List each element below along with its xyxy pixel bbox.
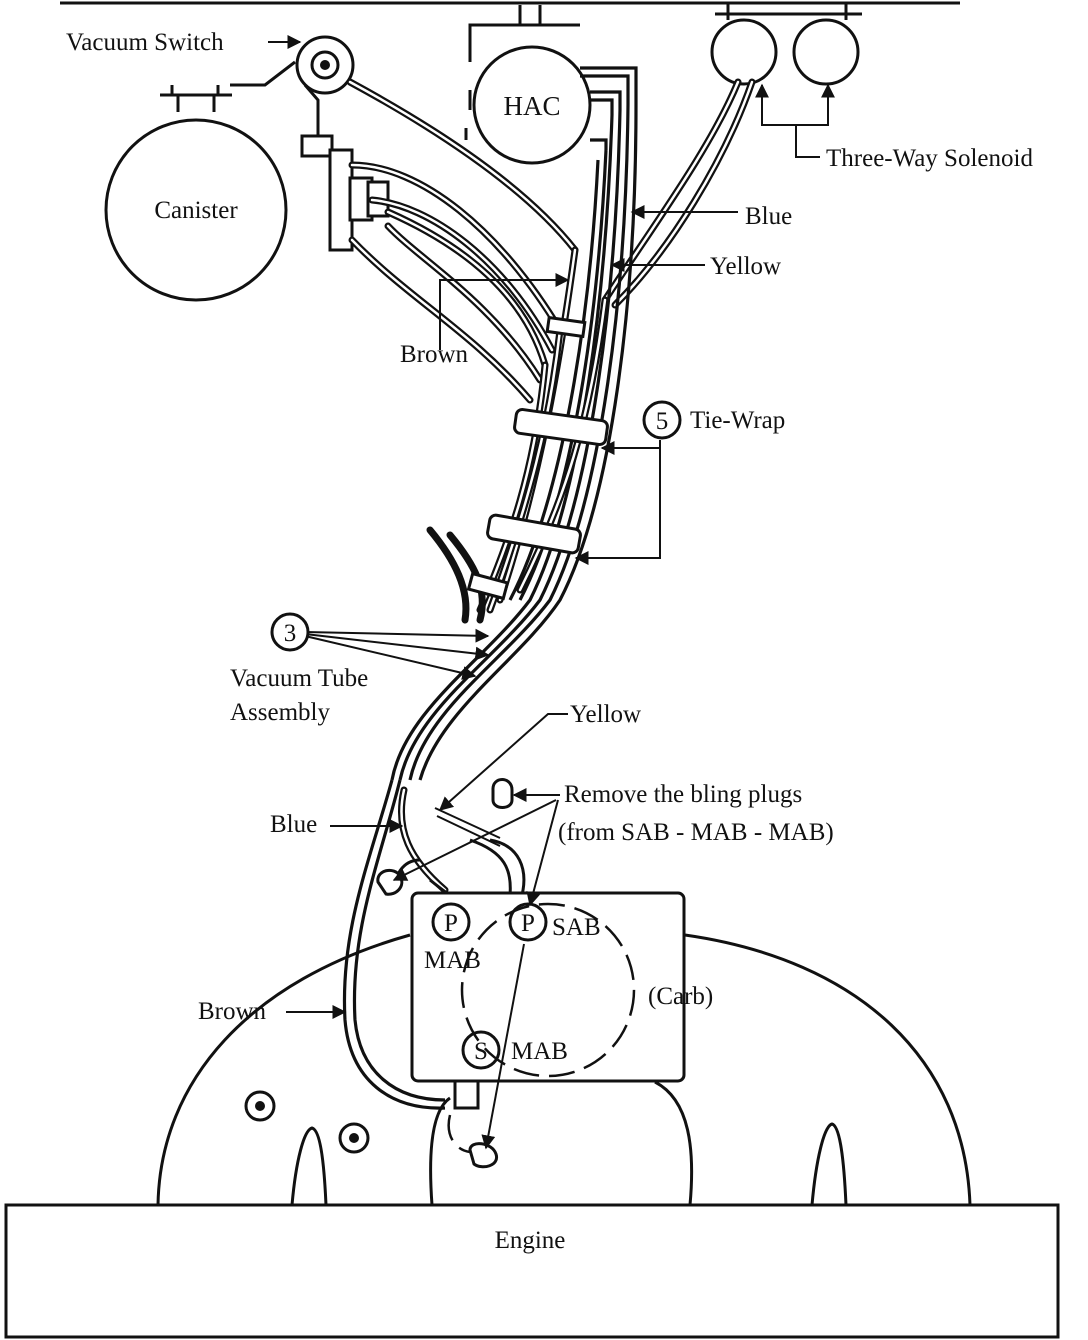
hac-unit: HAC: [472, 45, 592, 165]
yellow-label-top: Yellow: [710, 253, 781, 280]
tie-wrap-label: Tie-Wrap: [690, 407, 785, 434]
callouts: 5 3: [270, 400, 682, 652]
vacuum-switch: [295, 35, 355, 158]
canister-label: Canister: [154, 197, 238, 224]
hose-bundle-right: [601, 78, 756, 309]
top-bracket: [60, 1, 960, 140]
canister: Canister: [104, 60, 296, 302]
port-s: S: [474, 1038, 488, 1065]
vacuum-tube-label-1: Vacuum Tube: [230, 665, 368, 692]
three-way-solenoid-label: Three-Way Solenoid: [826, 145, 1033, 172]
vacuum-tube-number: 3: [284, 620, 297, 647]
brown-label-top: Brown: [400, 341, 469, 368]
leader-lines: [268, 35, 835, 1150]
hac-label: HAC: [503, 91, 560, 121]
remove-plugs-label-1: Remove the bling plugs: [564, 781, 802, 808]
yellow-label-bottom: Yellow: [570, 701, 641, 728]
hose-bundle-left: [346, 78, 579, 404]
port-p1: P: [444, 910, 458, 937]
engine-label: Engine: [495, 1227, 566, 1254]
labels: Vacuum Switch Three-Way Solenoid Blue Ye…: [66, 29, 1033, 1025]
port-mab-lower: MAB: [511, 1038, 568, 1065]
port-p2: P: [521, 910, 535, 937]
carb-label: (Carb): [648, 983, 713, 1010]
vacuum-tube-label-2: Assembly: [230, 699, 331, 726]
brown-label-bottom: Brown: [198, 998, 267, 1025]
tie-wrap-number: 5: [656, 408, 669, 435]
port-sab: SAB: [552, 914, 601, 941]
vacuum-switch-label: Vacuum Switch: [66, 29, 224, 56]
hac-tubes: [580, 66, 638, 150]
port-mab-upper: MAB: [424, 947, 481, 974]
carburetor: P P S MAB SAB MAB (Carb): [410, 891, 713, 1083]
blue-label-top: Blue: [745, 203, 792, 230]
intake-manifold: [156, 933, 972, 1206]
main-harness: [390, 104, 638, 781]
remove-plugs-label-2: (from SAB - MAB - MAB): [558, 819, 834, 846]
three-way-solenoid: [710, 18, 860, 86]
engine-block: Engine: [4, 1203, 1060, 1339]
connector-block: [328, 148, 390, 252]
blue-label-bottom: Blue: [270, 811, 317, 838]
